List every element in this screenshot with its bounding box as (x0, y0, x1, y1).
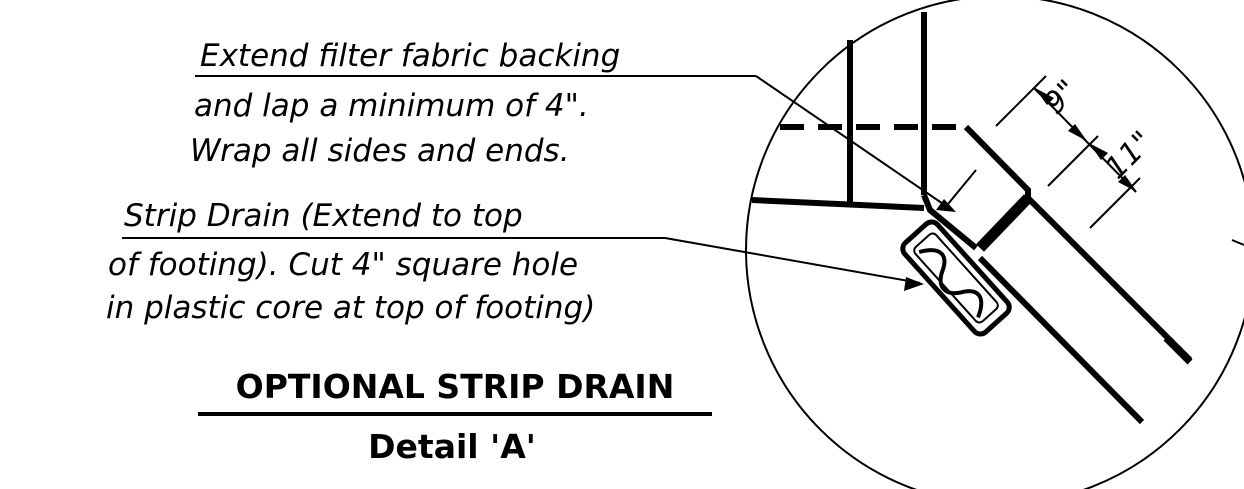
strip-drain-core-wave (918, 248, 984, 319)
dimension-arrow-3 (1089, 143, 1108, 160)
dimension-upper-label: 9" (1037, 73, 1085, 121)
strip-drain-note-line2: of footing). Cut 4" square hole (108, 247, 578, 283)
strip-drain-arrowhead (904, 277, 924, 291)
filter-fabric-leader-tick (947, 169, 977, 205)
footing-top-line (751, 197, 925, 211)
dimension-arrow-1 (1035, 88, 1054, 105)
strip-drain-note-line3: in plastic core at top of footing) (106, 290, 595, 326)
filter-fabric-arrowhead (936, 199, 956, 212)
filter-fabric-note-line3: Wrap all sides and ends. (190, 133, 570, 169)
footing-outline (963, 124, 1031, 198)
dimension-extension-1 (995, 75, 1047, 127)
detail-subtitle: Detail 'A' (368, 427, 536, 466)
slab-edge-stub (1163, 335, 1193, 365)
slab-edge-lower (977, 255, 1145, 425)
dimension-lower-label: 11" (1099, 125, 1161, 187)
dimension-line (1033, 87, 1137, 193)
filter-fabric-note-line1: Extend filter fabric backing (200, 38, 620, 74)
filter-fabric-leader (755, 75, 953, 211)
wall-thickness-band (976, 194, 1032, 252)
strip-drain-note-line1: Strip Drain (Extend to top (124, 198, 523, 234)
strip-drain-leader (664, 237, 921, 284)
dimension-arrow-4 (1118, 175, 1137, 192)
wall-face-outline (921, 193, 978, 251)
detail-title: OPTIONAL STRIP DRAIN (236, 367, 675, 406)
detail-callout-leader (1231, 239, 1244, 246)
dimension-extension-2 (1047, 135, 1099, 187)
detail-circle (745, 0, 1244, 489)
dimension-arrow-2 (1068, 124, 1087, 141)
dimension-extension-3 (1089, 177, 1141, 229)
slab-edge-upper (1025, 195, 1193, 363)
strip-drain-body (900, 219, 1012, 337)
strip-drain-core-outline (913, 232, 999, 324)
filter-fabric-note-line2: and lap a minimum of 4". (194, 88, 589, 124)
